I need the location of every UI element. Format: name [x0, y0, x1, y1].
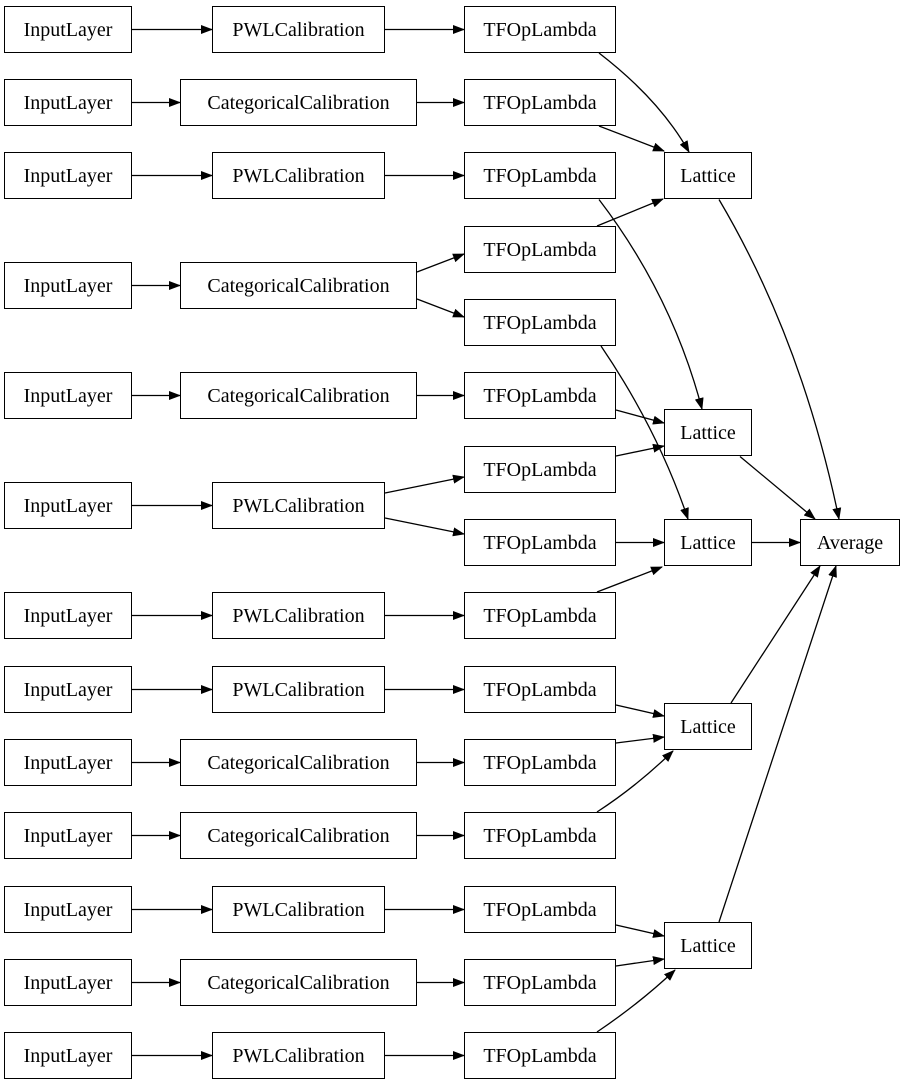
- node-i8-inputlayer: InputLayer: [4, 666, 132, 713]
- node-t1-tfoplambda: TFOpLambda: [464, 6, 616, 53]
- edge-group: [132, 25, 842, 1060]
- node-c5-categoricalcalibration: CategoricalCalibration: [180, 372, 417, 419]
- node-i3-inputlayer: InputLayer: [4, 152, 132, 199]
- node-L2-lattice: Lattice: [664, 409, 752, 456]
- node-t15-tfoplambda: TFOpLambda: [464, 1032, 616, 1079]
- edge-c4-to-t5: [416, 298, 465, 318]
- node-t10-tfoplambda: TFOpLambda: [464, 666, 616, 713]
- node-c9-categoricalcalibration: CategoricalCalibration: [180, 739, 417, 786]
- edge-L1-to-avg: [718, 199, 842, 520]
- node-c4-categoricalcalibration: CategoricalCalibration: [180, 262, 417, 309]
- node-c13-pwlcalibration: PWLCalibration: [212, 1032, 385, 1079]
- node-c6-pwlcalibration: PWLCalibration: [212, 482, 385, 529]
- node-t2-tfoplambda: TFOpLambda: [464, 79, 616, 126]
- edge-t2-to-L1: [598, 125, 665, 152]
- node-i11-inputlayer: InputLayer: [4, 886, 132, 933]
- node-t4-tfoplambda: TFOpLambda: [464, 226, 616, 273]
- node-i9-inputlayer: InputLayer: [4, 739, 132, 786]
- edge-t5-to-L3: [600, 345, 689, 520]
- node-c11-pwlcalibration: PWLCalibration: [212, 886, 385, 933]
- node-i10-inputlayer: InputLayer: [4, 812, 132, 859]
- node-t9-tfoplambda: TFOpLambda: [464, 592, 616, 639]
- node-L4-lattice: Lattice: [664, 703, 752, 750]
- edge-L2-to-avg: [739, 456, 816, 520]
- edge-L4-to-avg: [730, 565, 821, 704]
- edge-c6-to-t8: [384, 517, 465, 537]
- edge-t4-to-L1: [596, 198, 664, 227]
- node-i7-inputlayer: InputLayer: [4, 592, 132, 639]
- node-t8-tfoplambda: TFOpLambda: [464, 519, 616, 566]
- node-i1-inputlayer: InputLayer: [4, 6, 132, 53]
- node-t11-tfoplambda: TFOpLambda: [464, 739, 616, 786]
- node-c2-categoricalcalibration: CategoricalCalibration: [180, 79, 417, 126]
- edge-c4-to-t4: [416, 253, 465, 273]
- edge-t12-to-L4: [596, 750, 674, 813]
- node-t5-tfoplambda: TFOpLambda: [464, 299, 616, 346]
- node-c7-pwlcalibration: PWLCalibration: [212, 592, 385, 639]
- edge-t15-to-L5: [596, 969, 676, 1033]
- node-i5-inputlayer: InputLayer: [4, 372, 132, 419]
- edge-t3-to-L2: [598, 199, 704, 410]
- node-t14-tfoplambda: TFOpLambda: [464, 959, 616, 1006]
- node-i2-inputlayer: InputLayer: [4, 79, 132, 126]
- node-c3-pwlcalibration: PWLCalibration: [212, 152, 385, 199]
- edge-c6-to-t7: [384, 474, 465, 494]
- node-c12-categoricalcalibration: CategoricalCalibration: [180, 959, 417, 1006]
- node-t12-tfoplambda: TFOpLambda: [464, 812, 616, 859]
- node-t3-tfoplambda: TFOpLambda: [464, 152, 616, 199]
- node-i13-inputlayer: InputLayer: [4, 1032, 132, 1079]
- edge-t11-to-L4: [615, 733, 665, 744]
- node-i4-inputlayer: InputLayer: [4, 262, 132, 309]
- node-t13-tfoplambda: TFOpLambda: [464, 886, 616, 933]
- node-c8-pwlcalibration: PWLCalibration: [212, 666, 385, 713]
- node-avg-average: Average: [800, 519, 900, 566]
- node-i6-inputlayer: InputLayer: [4, 482, 132, 529]
- node-c10-categoricalcalibration: CategoricalCalibration: [180, 812, 417, 859]
- edge-t13-to-L5: [615, 924, 665, 938]
- node-L3-lattice: Lattice: [664, 519, 752, 566]
- edge-t10-to-L4: [615, 704, 665, 718]
- node-L5-lattice: Lattice: [664, 922, 752, 969]
- edge-L5-to-avg: [718, 565, 837, 923]
- edge-t9-to-L3: [596, 566, 663, 593]
- node-t7-tfoplambda: TFOpLambda: [464, 446, 616, 493]
- edge-t1-to-L1: [598, 52, 690, 153]
- node-L1-lattice: Lattice: [664, 152, 752, 199]
- node-c1-pwlcalibration: PWLCalibration: [212, 6, 385, 53]
- edge-t14-to-L5: [615, 956, 665, 967]
- node-i12-inputlayer: InputLayer: [4, 959, 132, 1006]
- node-t6-tfoplambda: TFOpLambda: [464, 372, 616, 419]
- edge-t7-to-L2: [615, 443, 665, 457]
- edge-t6-to-L2: [615, 409, 665, 425]
